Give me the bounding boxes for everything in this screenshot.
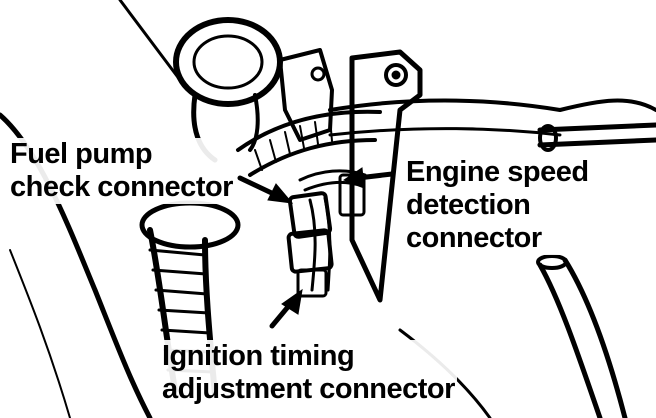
ignition-line2: adjustment connector bbox=[162, 373, 455, 405]
right-hose bbox=[536, 254, 628, 418]
engine-speed-line3: connector bbox=[406, 222, 542, 254]
engine-speed-detection-connector-label: Engine speed detection connector bbox=[404, 156, 591, 255]
ignition-line1: Ignition timing bbox=[162, 340, 355, 372]
ribbed-duct bbox=[236, 109, 382, 177]
fuel-pump-check-connector-label: Fuel pump check connector bbox=[8, 138, 235, 204]
arrow-engine-speed bbox=[342, 167, 395, 189]
ignition-timing-adjustment-connector-label: Ignition timing adjustment connector bbox=[160, 340, 457, 406]
top-body-contour bbox=[118, 0, 182, 82]
right-tube bbox=[328, 98, 656, 152]
engine-speed-line2: detection bbox=[406, 189, 531, 221]
arrow-ignition bbox=[269, 288, 303, 329]
connector-bodies bbox=[286, 173, 366, 298]
upper-bracket bbox=[278, 48, 334, 142]
fuel-pump-line2: check connector bbox=[10, 171, 233, 203]
bottom-left-contour bbox=[9, 249, 71, 418]
arrow-fuel-pump bbox=[237, 175, 294, 204]
engine-speed-line1: Engine speed bbox=[406, 156, 589, 188]
fuel-pump-line1: Fuel pump bbox=[10, 138, 153, 170]
